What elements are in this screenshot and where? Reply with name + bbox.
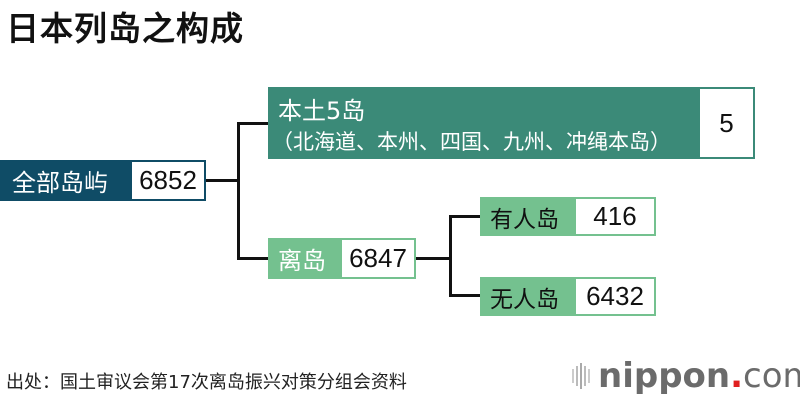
root-value: 6852 (132, 162, 204, 199)
mainland-value: 5 (700, 89, 753, 157)
source-note: 出处：国土审议会第17次离岛振兴对策分组会资料 (6, 372, 407, 393)
connector (237, 257, 268, 260)
connector (237, 122, 240, 260)
remote-label: 离岛 (278, 247, 326, 275)
connector (205, 179, 240, 182)
connector (415, 257, 451, 260)
inhabited-label: 有人岛 (490, 206, 559, 233)
root-label: 全部岛屿 (12, 169, 108, 197)
mainland-node: 本土5岛 （北海道、本州、四国、九州、冲绳本岛） 5 (268, 87, 755, 159)
remote-node: 离岛 6847 (268, 238, 416, 279)
uninhabited-label: 无人岛 (490, 286, 559, 313)
logo-name: nippon (598, 356, 731, 396)
uninhabited-node: 无人岛 6432 (480, 277, 656, 316)
remote-value: 6847 (342, 240, 414, 277)
logo-bars-icon (572, 363, 590, 389)
inhabited-node: 有人岛 416 (480, 197, 656, 236)
connector (449, 215, 480, 218)
logo-suffix: com (743, 356, 800, 396)
mainland-detail: （北海道、本州、四国、九州、冲绳本岛） (272, 129, 671, 154)
page-title: 日本列岛之构成 (6, 9, 244, 48)
connector (449, 294, 480, 297)
mainland-label: 本土5岛 (278, 96, 366, 125)
nippon-logo: nippon.com (572, 356, 800, 396)
uninhabited-value: 6432 (576, 279, 654, 314)
connector (237, 122, 268, 125)
connector (449, 215, 452, 297)
logo-dot: . (730, 356, 744, 396)
inhabited-value: 416 (576, 199, 654, 234)
root-node: 全部岛屿 6852 (0, 160, 206, 201)
